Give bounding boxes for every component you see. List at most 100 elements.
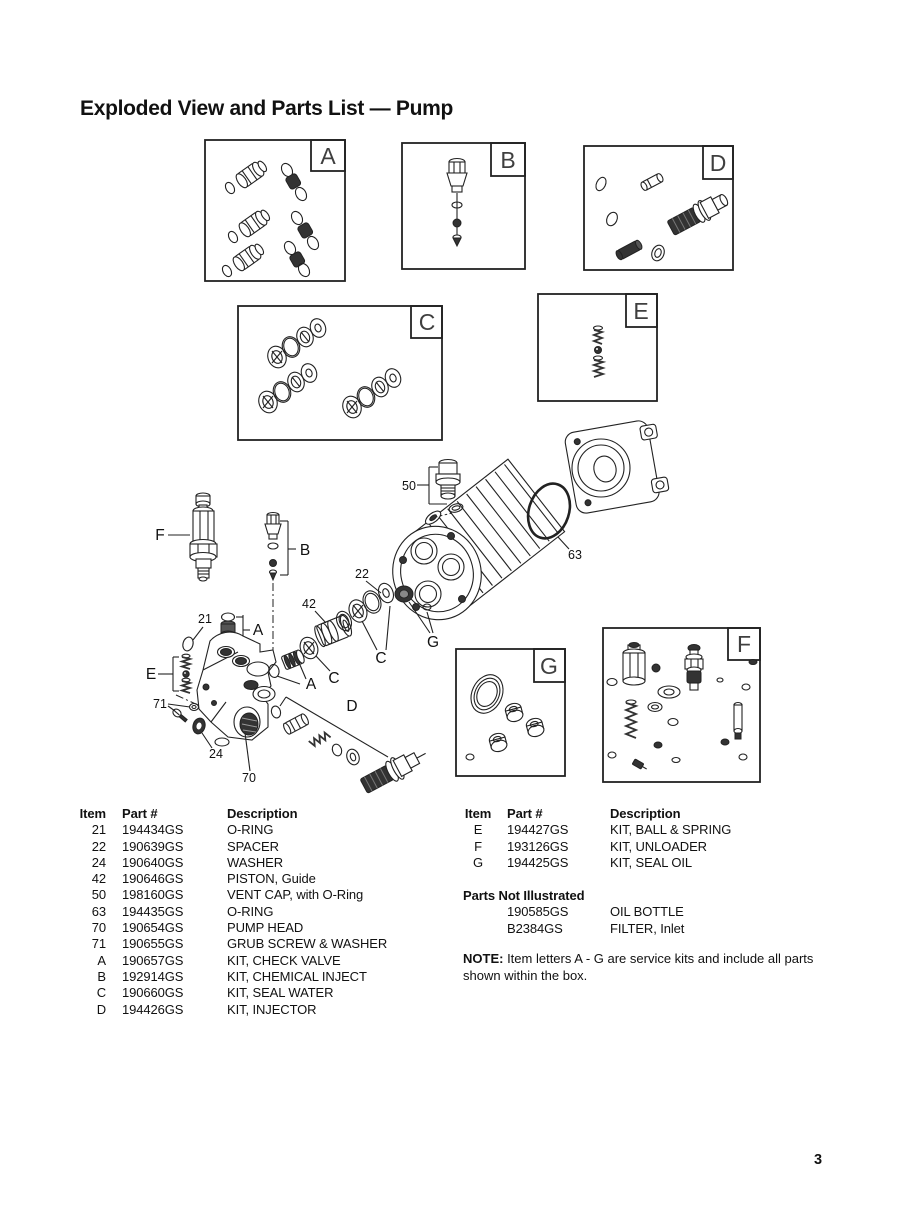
pump-body-drawing (392, 458, 566, 621)
desc-cell: KIT, SEAL OIL (610, 854, 693, 870)
kit-box-b: B (401, 142, 526, 270)
o-ring-21-drawing (182, 636, 194, 652)
desc-cell: SPACER (227, 838, 279, 854)
part-cell: 193126GS (507, 838, 569, 854)
header-item: Item (464, 806, 492, 821)
end-cap-drawing (564, 420, 670, 514)
part-cell: 190655GS (122, 936, 184, 952)
header-item: Item (79, 806, 106, 821)
desc-cell: PISTON, Guide (227, 871, 316, 887)
table-row: 70 190654GS PUMP HEAD (78, 920, 418, 936)
callout-g: G (427, 634, 439, 651)
desc-cell: OIL BOTTLE (610, 904, 684, 920)
item-cell: A (97, 952, 106, 968)
item-cell: 70 (91, 920, 106, 936)
plug-a2-drawing (281, 649, 305, 670)
table-row: 22 190639GS SPACER (78, 839, 418, 855)
item-cell: 71 (91, 936, 106, 952)
part-cell: 190585GS (507, 904, 569, 920)
callout-63: 63 (568, 548, 582, 562)
callout-c2: C (328, 670, 339, 687)
header-part: Part # (122, 806, 158, 821)
injector-assembly-drawing (270, 705, 426, 794)
table-row: 71 190655GS GRUB SCREW & WASHER (78, 936, 418, 952)
parts-not-illustrated-heading: Parts Not Illustrated (463, 888, 585, 903)
desc-cell: KIT, CHECK VALVE (227, 952, 341, 968)
kit-box-b-label: B (500, 147, 515, 173)
chemical-inject-drawing (264, 511, 282, 662)
desc-cell: KIT, CHEMICAL INJECT (227, 968, 367, 984)
table-row: 190585GS OIL BOTTLE (463, 904, 843, 920)
page-title: Exploded View and Parts List — Pump (80, 97, 454, 120)
part-cell: 194426GS (122, 1001, 184, 1017)
header-part: Part # (507, 806, 543, 821)
kit-box-g-label: G (540, 653, 558, 679)
callout-24: 24 (209, 747, 223, 761)
item-cell: 22 (91, 838, 106, 854)
kit-box-c: C (237, 305, 443, 441)
desc-cell: KIT, BALL & SPRING (610, 822, 732, 838)
header-desc: Description (227, 806, 298, 821)
item-cell: 21 (91, 822, 106, 838)
pump-head-drawing (196, 631, 277, 747)
item-cell: 50 (91, 887, 106, 903)
callout-21: 21 (198, 612, 212, 626)
vent-cap-drawing (435, 458, 464, 518)
kit-box-a-label: A (320, 143, 336, 169)
desc-cell: O-RING (227, 903, 274, 919)
seal-c2-drawing (299, 636, 319, 660)
callout-b: B (300, 542, 310, 559)
part-cell: 190639GS (122, 838, 184, 854)
table-header: Item Part # Description (78, 806, 418, 822)
callout-a1: A (253, 622, 264, 639)
pump-exploded-assembly: 63 50 (146, 420, 670, 794)
item-cell: 24 (91, 854, 106, 870)
desc-cell: FILTER, Inlet (610, 920, 685, 936)
unloader-drawing (189, 492, 218, 582)
table-header: Item Part # Description (463, 806, 843, 822)
header-desc: Description (610, 806, 681, 821)
callout-d: D (346, 698, 357, 715)
part-cell: 190654GS (122, 920, 184, 936)
callout-42: 42 (302, 597, 316, 611)
part-cell: 190640GS (122, 854, 184, 870)
kit-box-a: A (204, 139, 346, 282)
kit-box-e: E (537, 293, 658, 402)
kit-box-f: F (602, 627, 761, 783)
desc-cell: GRUB SCREW & WASHER (227, 936, 388, 952)
washer-24-drawing (192, 717, 206, 735)
note-label: NOTE: (463, 951, 504, 966)
item-cell: E (473, 822, 483, 838)
note-text: Item letters A - G are service kits and … (463, 951, 814, 983)
exploded-view-diagram: A (146, 139, 761, 794)
item-cell: D (96, 1001, 106, 1017)
desc-cell: PUMP HEAD (227, 920, 304, 936)
kit-box-g: G (455, 648, 566, 777)
callout-71: 71 (153, 697, 167, 711)
part-cell: 190646GS (122, 871, 184, 887)
callout-50: 50 (402, 479, 416, 493)
piston-drawing (314, 614, 353, 648)
kit-box-e-label: E (633, 298, 648, 324)
callout-e: E (146, 666, 156, 683)
desc-cell: O-RING (227, 822, 274, 838)
o-ring-63-drawing (526, 482, 572, 540)
desc-cell: KIT, UNLOADER (610, 838, 707, 854)
part-cell: 194435GS (122, 903, 184, 919)
desc-cell: KIT, SEAL WATER (227, 985, 334, 1001)
page-number: 3 (814, 1152, 823, 1168)
ball-spring-drawing (178, 653, 194, 694)
callout-a2: A (306, 676, 317, 693)
